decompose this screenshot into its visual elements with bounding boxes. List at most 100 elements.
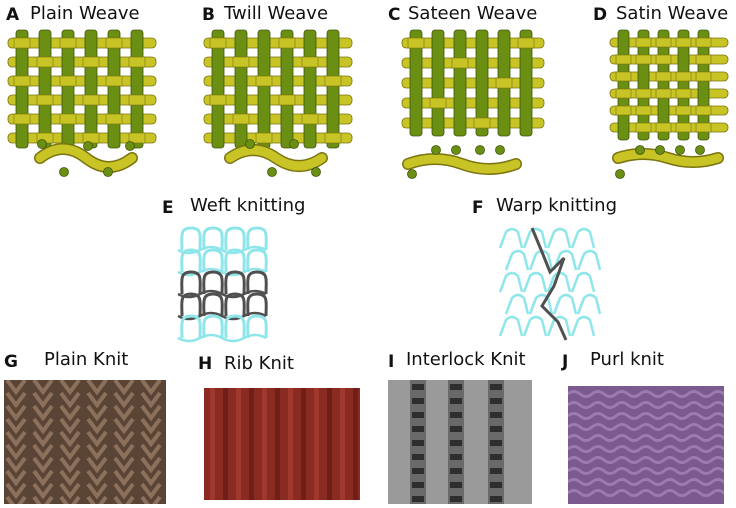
weft-float xyxy=(36,94,54,106)
weft-course xyxy=(177,333,267,343)
stitch-v xyxy=(32,469,54,487)
panel-g-letter: G xyxy=(4,352,18,372)
interlock-stitch xyxy=(450,426,462,432)
panel-h-title: Rib Knit xyxy=(224,353,294,374)
weft-course xyxy=(177,267,267,277)
weft-float xyxy=(675,37,692,48)
cross-section-dot xyxy=(431,145,441,155)
weft-float xyxy=(82,94,100,106)
stitch-v xyxy=(140,482,162,500)
stitch-v xyxy=(32,430,54,448)
interlock-stitch xyxy=(450,384,462,390)
interlock-stitch xyxy=(450,440,462,446)
weft-float xyxy=(451,57,469,69)
warp-yarn xyxy=(38,29,52,149)
purl-ridge xyxy=(568,401,724,409)
weft-float xyxy=(675,88,692,99)
stitch-v xyxy=(59,391,81,409)
weft-float xyxy=(232,56,250,68)
stitch-v xyxy=(5,404,27,422)
stitch-v xyxy=(32,417,54,435)
warp-loop xyxy=(504,293,530,315)
stitch-v xyxy=(86,404,108,422)
warp-loop xyxy=(504,249,530,271)
weft-loop xyxy=(180,314,202,339)
panel-i-letter: I xyxy=(388,352,395,372)
weft-float xyxy=(255,75,273,87)
stitch-v xyxy=(59,456,81,474)
weft-float xyxy=(695,122,712,133)
interlock-stitch xyxy=(450,496,462,502)
interlock-stitch xyxy=(412,398,424,404)
stitch-v xyxy=(59,469,81,487)
cross-section-dot xyxy=(311,167,321,177)
rib-column xyxy=(210,388,215,500)
interlock-stitch xyxy=(490,384,502,390)
weft-float xyxy=(635,105,652,116)
rib-column xyxy=(327,388,332,500)
rib-column xyxy=(249,388,254,500)
purl-ridge xyxy=(568,489,724,497)
weft-float xyxy=(655,37,672,48)
warp-yarn xyxy=(617,29,630,141)
interlock-stitch xyxy=(450,412,462,418)
interlock-stitch xyxy=(412,468,424,474)
warp-loop xyxy=(522,227,548,249)
cross-section-dot xyxy=(615,169,625,179)
warp-yarn xyxy=(280,29,294,149)
stitch-v xyxy=(59,495,81,504)
cross-section-yarn-fill xyxy=(613,149,723,167)
weft-float xyxy=(675,71,692,82)
stitch-v xyxy=(59,417,81,435)
purl-ridge xyxy=(568,412,724,420)
cross-section-dot xyxy=(655,145,665,155)
weft-float xyxy=(695,54,712,65)
weft-loop xyxy=(224,226,246,251)
cross-section-dot xyxy=(407,169,417,179)
weft-float xyxy=(105,75,123,87)
weft-loop xyxy=(180,292,202,317)
weft-float xyxy=(301,113,319,125)
stitch-v xyxy=(113,417,135,435)
stitch-v xyxy=(32,495,54,504)
warp-loop xyxy=(552,249,578,271)
interlock-stitch xyxy=(412,412,424,418)
stitch-v xyxy=(113,495,135,504)
weft-float xyxy=(128,94,146,106)
panel-g-title: Plain Knit xyxy=(44,349,129,370)
stitch-v xyxy=(86,456,108,474)
weft-loop xyxy=(246,226,268,251)
purl-knit-swatch xyxy=(568,386,724,504)
weft-loop xyxy=(202,314,224,339)
stitch-v xyxy=(59,443,81,461)
panel-b-title: Twill Weave xyxy=(224,3,329,24)
weft-loop xyxy=(180,270,202,295)
weft-float xyxy=(695,105,712,116)
stitch-v xyxy=(32,443,54,461)
interlock-stitch xyxy=(412,496,424,502)
rib-knit-swatch xyxy=(204,388,360,500)
rib-column xyxy=(353,388,358,500)
cross-section-dot xyxy=(695,145,705,155)
weft-float xyxy=(635,88,652,99)
weft-loop xyxy=(202,248,224,273)
stitch-v xyxy=(86,495,108,504)
stitch-v xyxy=(5,456,27,474)
stitch-v xyxy=(59,380,81,396)
stitch-v xyxy=(113,380,135,396)
weft-loop xyxy=(224,248,246,273)
weft-float xyxy=(655,88,672,99)
warp-loop xyxy=(498,227,524,249)
stitch-v xyxy=(86,443,108,461)
panel-a-title: Plain Weave xyxy=(30,3,140,24)
swatch-bg xyxy=(4,380,166,504)
warp-knitting-diagram xyxy=(498,227,602,341)
weft-float xyxy=(13,113,31,125)
cross-section-dot xyxy=(635,145,645,155)
weft-course xyxy=(177,245,267,255)
weft-float xyxy=(695,71,712,82)
interlock-stitch xyxy=(490,440,502,446)
rib-column xyxy=(314,388,319,500)
weft-knitting-diagram xyxy=(177,226,268,343)
interlock-stitch xyxy=(450,398,462,404)
